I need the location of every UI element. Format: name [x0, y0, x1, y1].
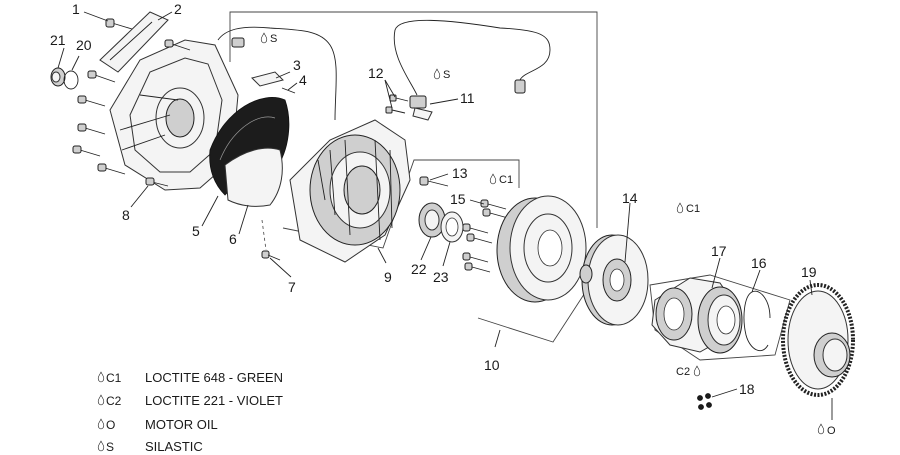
flange — [579, 234, 649, 326]
symbol-o-gear: O — [827, 425, 836, 437]
callout-1: 1 — [72, 1, 80, 17]
callout-numbers: 1 2 3 4 5 6 7 8 9 10 11 12 13 14 15 16 1… — [50, 1, 817, 397]
callout-17: 17 — [711, 243, 727, 259]
bracket — [251, 71, 284, 87]
callout-13: 13 — [452, 165, 468, 181]
snap-ring — [440, 211, 464, 243]
legend: C1 LOCTITE 648 - GREEN C2 LOCTITE 221 - … — [97, 370, 283, 454]
callout-15: 15 — [450, 191, 466, 207]
callout-6: 6 — [229, 231, 237, 247]
outer-group-frame — [229, 11, 598, 228]
callout-3: 3 — [293, 57, 301, 73]
symbol-c2-screws: C2 — [676, 366, 690, 378]
leader-lines — [57, 11, 833, 420]
legend-code-c2: C2 — [106, 394, 122, 408]
legend-row-s: S SILASTIC — [97, 439, 203, 454]
cover-screws — [72, 39, 191, 187]
callout-22: 22 — [411, 261, 427, 277]
o-ring — [63, 70, 79, 90]
symbol-markers: S S C1 C1 C2 O — [260, 32, 836, 437]
callout-5: 5 — [192, 223, 200, 239]
callout-21: 21 — [50, 32, 66, 48]
callout-7: 7 — [288, 279, 296, 295]
symbol-c1-flange: C1 — [686, 203, 700, 215]
legend-row-o: O MOTOR OIL — [97, 417, 218, 432]
callout-8: 8 — [122, 207, 130, 223]
legend-row-c1: C1 LOCTITE 648 - GREEN — [97, 370, 283, 385]
clutch-screws — [697, 393, 712, 410]
legend-row-c2: C2 LOCTITE 221 - VIOLET — [97, 393, 283, 408]
freewheel-cage — [697, 286, 743, 354]
legend-label-o: MOTOR OIL — [145, 417, 218, 432]
shield-plate — [224, 147, 283, 207]
callout-16: 16 — [751, 255, 767, 271]
flywheel — [496, 195, 587, 303]
legend-label-s: SILASTIC — [145, 439, 203, 454]
stator — [289, 119, 411, 263]
symbol-s-sensor: S — [443, 69, 450, 81]
callout-14: 14 — [622, 190, 638, 206]
clutch-group-frame — [649, 274, 791, 361]
legend-code-o: O — [106, 418, 115, 432]
bolt-13 — [419, 176, 449, 187]
callout-11: 11 — [460, 90, 475, 106]
cover-plate — [99, 11, 169, 73]
legend-code-c1: C1 — [106, 371, 122, 385]
bracket-screw — [281, 87, 296, 94]
callout-20: 20 — [76, 37, 92, 53]
circlip — [743, 290, 771, 352]
screw-7 — [261, 219, 281, 261]
flywheel-bolts — [462, 199, 509, 273]
alternator-wire — [217, 26, 337, 121]
starter-gear — [781, 283, 855, 397]
callout-19: 19 — [801, 264, 817, 280]
callout-18: 18 — [739, 381, 755, 397]
bearing — [418, 202, 446, 238]
sensor-screws — [385, 94, 409, 114]
callout-9: 9 — [384, 269, 392, 285]
symbol-s-wire: S — [270, 33, 277, 45]
legend-code-s: S — [106, 440, 114, 454]
callout-2: 2 — [174, 1, 182, 17]
callout-12: 12 — [368, 65, 384, 81]
callout-10: 10 — [484, 357, 500, 373]
flywheel-group-frame — [477, 281, 593, 343]
legend-label-c2: LOCTITE 221 - VIOLET — [145, 393, 283, 408]
symbol-c1-bolts: C1 — [499, 174, 513, 186]
callout-23: 23 — [433, 269, 449, 285]
legend-label-c1: LOCTITE 648 - GREEN — [145, 370, 283, 385]
callout-4: 4 — [299, 72, 307, 88]
screw-1 — [105, 18, 133, 30]
engine-cover — [109, 39, 239, 191]
pickup-sensor-wire — [393, 19, 551, 121]
plug-cap — [50, 67, 66, 87]
